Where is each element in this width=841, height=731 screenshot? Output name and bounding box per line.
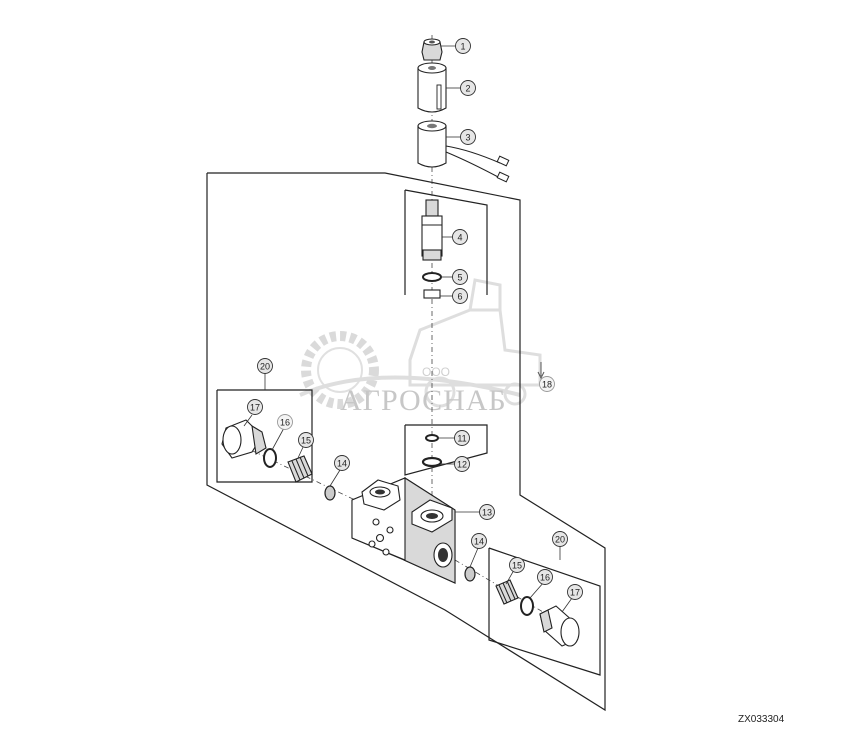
callout-c3: 3 <box>460 129 476 145</box>
callout-c20b: 20 <box>552 531 568 547</box>
part-16-oring-left <box>263 448 277 468</box>
callout-c13: 13 <box>479 504 495 520</box>
part-17-plug-left <box>221 419 267 459</box>
watermark-company: ООО <box>422 365 450 379</box>
callout-label: 11 <box>457 434 466 444</box>
callout-c18: 18 <box>539 376 555 392</box>
part-12-oring <box>421 456 443 468</box>
callout-c12: 12 <box>454 456 470 472</box>
callout-c15a: 15 <box>298 432 314 448</box>
callout-label: 18 <box>542 380 552 390</box>
callout-c4: 4 <box>452 229 468 245</box>
callout-label: 17 <box>570 588 580 598</box>
callout-label: 13 <box>482 508 492 518</box>
callout-c16a: 16 <box>277 414 293 430</box>
part-17-plug-right <box>539 605 580 647</box>
part-5-oring <box>422 272 442 282</box>
group-20-right-frame <box>488 547 601 676</box>
callout-c2: 2 <box>460 80 476 96</box>
callout-c14a: 14 <box>334 455 350 471</box>
part-1-nut <box>421 38 443 61</box>
part-2-sleeve <box>417 62 447 113</box>
callout-label: 17 <box>250 403 260 413</box>
callout-c16b: 16 <box>537 569 553 585</box>
callout-label: 20 <box>260 362 270 372</box>
callout-label: 15 <box>512 561 522 571</box>
part-14-washer-left <box>324 485 336 501</box>
part-14-washer-right <box>464 566 476 582</box>
callout-label: 3 <box>465 133 470 143</box>
callout-c14b: 14 <box>471 533 487 549</box>
leader-lines <box>243 45 573 613</box>
callout-label: 15 <box>301 436 311 446</box>
assembly-frame <box>206 172 606 712</box>
part-15-spring-right <box>495 579 519 605</box>
callout-label: 2 <box>465 84 470 94</box>
part-13-valve-body <box>351 477 456 584</box>
callout-label: 14 <box>474 537 484 547</box>
callout-label: 4 <box>457 233 462 243</box>
callout-c17b: 17 <box>567 584 583 600</box>
callout-c20a: 20 <box>257 358 273 374</box>
callout-label: 20 <box>555 535 565 545</box>
part-18-arrow <box>537 362 545 380</box>
group-20-left-frame <box>216 389 313 483</box>
part-15-spring-left <box>287 455 313 483</box>
callout-label: 5 <box>457 273 462 283</box>
callout-label: 6 <box>457 292 462 302</box>
callout-c17a: 17 <box>247 399 263 415</box>
callout-label: 12 <box>457 460 467 470</box>
callout-label: 14 <box>337 459 347 469</box>
callout-c5: 5 <box>452 269 468 285</box>
callout-label: 16 <box>540 573 550 583</box>
part-16-oring-right <box>520 596 534 616</box>
watermark: ООО АГРОСНАБ <box>299 278 542 417</box>
watermark-brand: АГРОСНАБ <box>340 384 507 417</box>
callout-c6: 6 <box>452 288 468 304</box>
part-11-ring <box>425 434 439 442</box>
callout-label: 1 <box>460 42 465 52</box>
callout-c1: 1 <box>455 38 471 54</box>
part-6-ring <box>423 289 441 299</box>
part-4-cartridge <box>421 199 443 261</box>
figure-code: ZX033304 <box>738 714 785 725</box>
callout-label: 16 <box>280 418 290 428</box>
part-3-coil <box>417 120 510 183</box>
callout-c11: 11 <box>454 430 470 446</box>
callout-c15b: 15 <box>509 557 525 573</box>
